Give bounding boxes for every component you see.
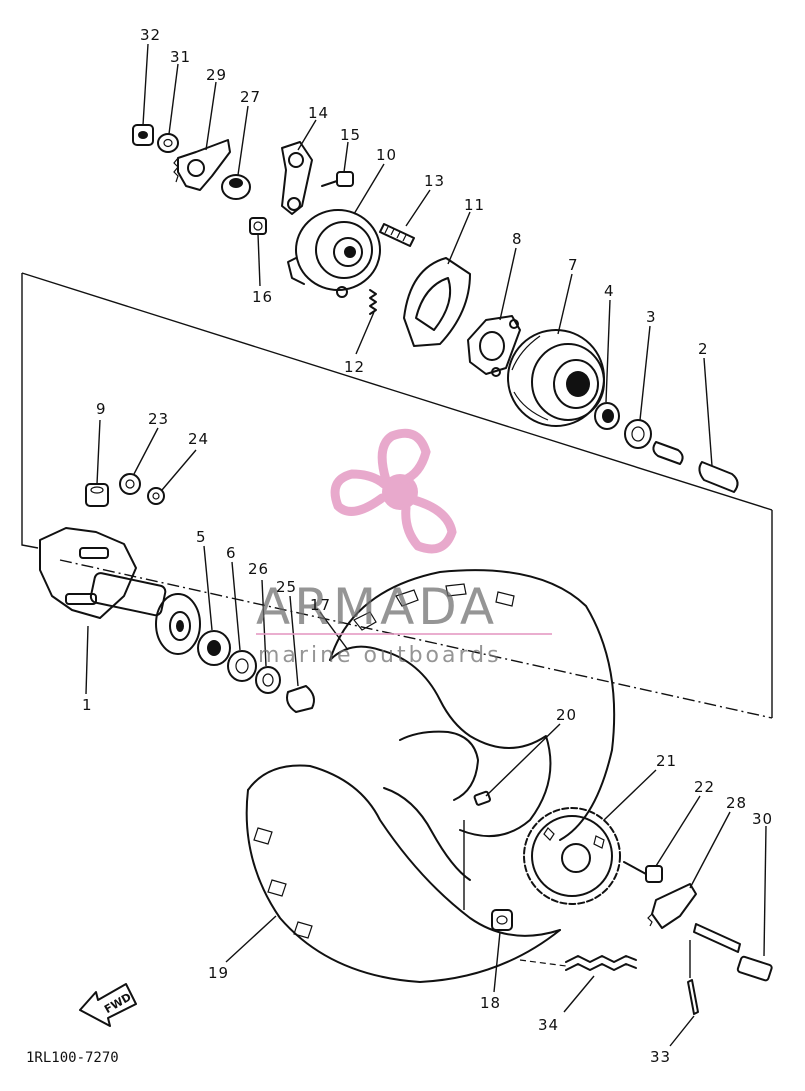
part-32-nut bbox=[132, 124, 154, 146]
part-24-washer bbox=[147, 487, 165, 505]
callout-13: 13 bbox=[424, 172, 445, 190]
part-5-bearing bbox=[197, 630, 231, 666]
part-26-washer bbox=[255, 666, 281, 694]
callout-24: 24 bbox=[188, 430, 209, 448]
callout-32: 32 bbox=[140, 26, 161, 44]
callout-16: 16 bbox=[252, 288, 273, 306]
part-12-spring bbox=[369, 289, 377, 315]
callout-31: 31 bbox=[170, 48, 191, 66]
part-16-nut bbox=[249, 217, 267, 235]
callout-1: 1 bbox=[82, 696, 93, 714]
callout-10: 10 bbox=[376, 146, 397, 164]
callout-27: 27 bbox=[240, 88, 261, 106]
part-18-nut bbox=[491, 909, 513, 931]
part-6-oil-seal bbox=[227, 650, 257, 682]
part-31-washer bbox=[157, 133, 179, 153]
part-29-sprocket-plate bbox=[173, 139, 231, 191]
part-7-brake-drum bbox=[507, 329, 605, 427]
callout-8: 8 bbox=[512, 230, 523, 248]
callout-33: 33 bbox=[650, 1048, 671, 1066]
part-14-brake-arm bbox=[281, 141, 313, 215]
part-11-brake-shoes bbox=[403, 257, 471, 347]
callout-6: 6 bbox=[226, 544, 237, 562]
callout-9: 9 bbox=[96, 400, 107, 418]
part-33-cotter-pin bbox=[687, 979, 699, 1015]
watermark-tagline: marine outboards bbox=[258, 643, 502, 668]
callout-14: 14 bbox=[308, 104, 329, 122]
callout-25: 25 bbox=[276, 578, 297, 596]
part-27-collar bbox=[221, 174, 251, 200]
callout-5: 5 bbox=[196, 528, 207, 546]
callout-labels: 32 31 29 27 14 15 10 13 11 16 12 8 7 4 3… bbox=[82, 26, 773, 1066]
part-21-sprocket bbox=[523, 807, 621, 905]
part-20-valve bbox=[473, 790, 492, 806]
part-4-oil-seal bbox=[594, 402, 620, 430]
callout-34: 34 bbox=[538, 1016, 559, 1034]
leader-lines bbox=[85, 43, 767, 1047]
callout-23: 23 bbox=[148, 410, 169, 428]
callout-12: 12 bbox=[344, 358, 365, 376]
part-34-chain bbox=[519, 955, 637, 971]
part-10-brake-panel bbox=[287, 209, 381, 298]
callout-26: 26 bbox=[248, 560, 269, 578]
part-28-guide-plate bbox=[647, 883, 697, 929]
part-3-bearing bbox=[624, 419, 652, 449]
callout-11: 11 bbox=[464, 196, 485, 214]
part-2-collars bbox=[652, 441, 739, 493]
callout-29: 29 bbox=[206, 66, 227, 84]
callout-28: 28 bbox=[726, 794, 747, 812]
part-30-bolt bbox=[693, 923, 773, 982]
diagram-code: 1RL100-7270 bbox=[26, 1050, 119, 1066]
callout-20: 20 bbox=[556, 706, 577, 724]
watermark-logo-icon bbox=[330, 428, 457, 554]
axle-reference-lines bbox=[21, 272, 773, 719]
callout-15: 15 bbox=[340, 126, 361, 144]
callout-2: 2 bbox=[698, 340, 709, 358]
part-13-cam-bolt bbox=[379, 223, 415, 247]
callout-22: 22 bbox=[694, 778, 715, 796]
part-1-axle-hub bbox=[39, 527, 201, 655]
part-23-washer bbox=[119, 473, 141, 495]
part-25-collar bbox=[286, 685, 315, 713]
fwd-arrow-icon: FWD bbox=[79, 983, 137, 1027]
callout-17: 17 bbox=[310, 596, 331, 614]
callout-3: 3 bbox=[646, 308, 657, 326]
part-8-plate bbox=[467, 315, 521, 377]
part-9-nut bbox=[85, 483, 109, 507]
part-15-bolt bbox=[321, 171, 354, 187]
part-17-rim-half bbox=[329, 645, 552, 881]
callout-21: 21 bbox=[656, 752, 677, 770]
callout-19: 19 bbox=[208, 964, 229, 982]
part-22-bolt bbox=[623, 861, 663, 883]
callout-30: 30 bbox=[752, 810, 773, 828]
callout-18: 18 bbox=[480, 994, 501, 1012]
callout-4: 4 bbox=[604, 282, 615, 300]
watermark-brand: ARMADA bbox=[256, 578, 498, 636]
callout-7: 7 bbox=[568, 256, 579, 274]
